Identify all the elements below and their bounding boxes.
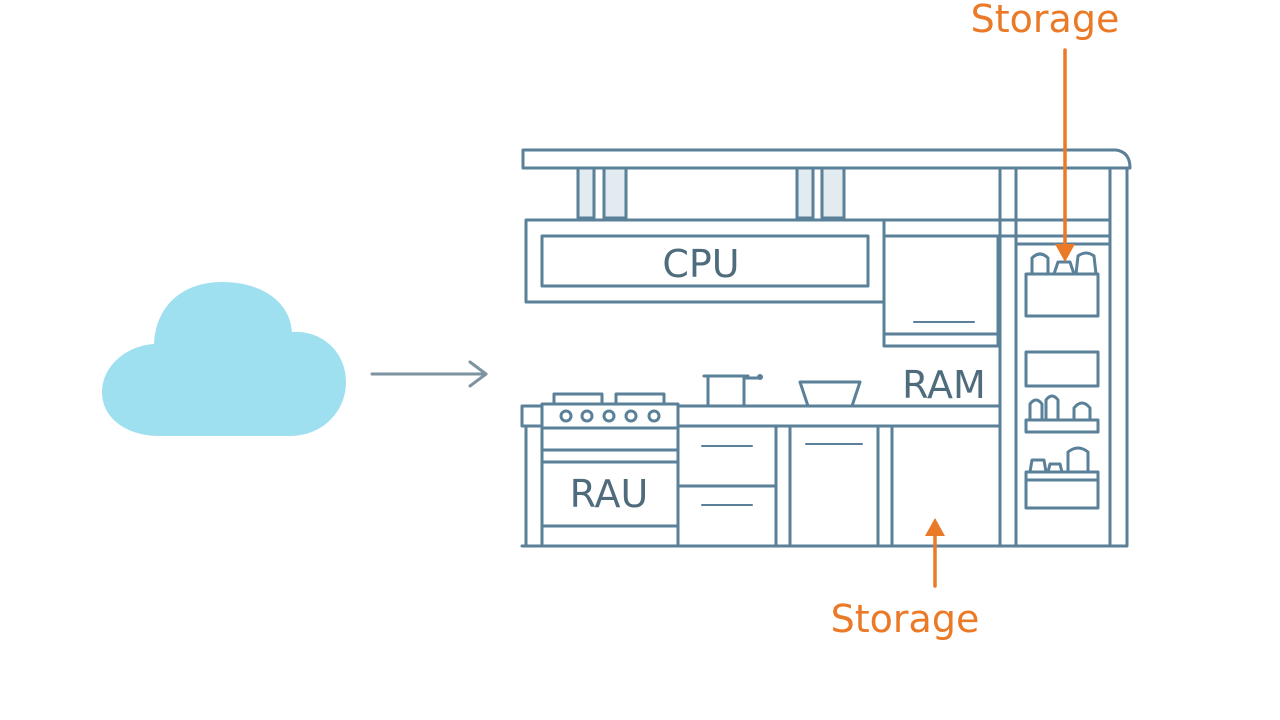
lower-cabinets xyxy=(520,424,1129,548)
pot-icon xyxy=(702,374,763,408)
upper-cabinet-cpu: CPU xyxy=(524,218,1112,304)
storage-top-annotation: Storage xyxy=(971,0,1120,262)
storage-bottom-annotation: Storage xyxy=(831,518,980,641)
pantry-jars-icon xyxy=(1028,251,1098,474)
ram-label: RAM xyxy=(902,363,986,407)
right-arrow-icon xyxy=(370,360,488,388)
upper-right-cabinet xyxy=(882,234,1000,348)
cloud-icon xyxy=(102,282,346,436)
bowl-icon xyxy=(798,380,862,408)
rau-label: RAU xyxy=(570,472,649,516)
cpu-label: CPU xyxy=(662,242,739,286)
stove: RAU xyxy=(540,392,680,548)
storage-bottom-label: Storage xyxy=(831,597,980,641)
pantry-shelves xyxy=(1014,234,1112,548)
storage-top-label: Storage xyxy=(971,0,1120,41)
